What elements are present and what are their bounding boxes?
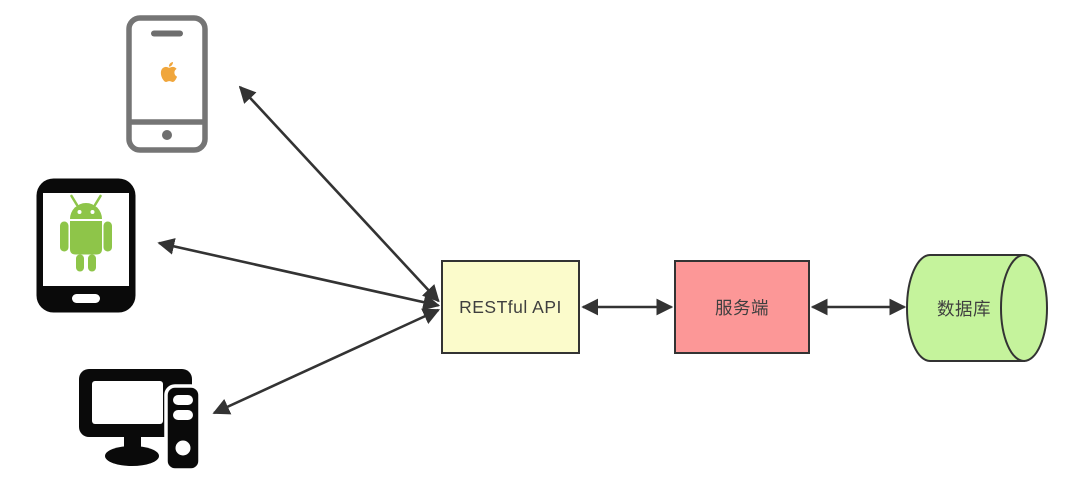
android-tablet-icon (36, 178, 136, 313)
iphone-body (126, 15, 208, 153)
node-restful-api-label: RESTful API (459, 296, 562, 317)
desktop-screen (92, 381, 163, 424)
node-database (906, 254, 1048, 362)
node-server-label: 服务端 (715, 297, 769, 318)
apple-logo-icon (160, 62, 178, 83)
arrow-tablet-api (157, 238, 441, 311)
iphone-icon (126, 15, 208, 153)
node-restful-api: RESTful API (441, 260, 580, 354)
database-cylinder-cap (1000, 254, 1048, 362)
tablet-home-bar (72, 294, 100, 303)
android-robot-icon (60, 194, 112, 272)
desktop-computer-icon (79, 369, 202, 472)
database-cylinder-body (906, 254, 1025, 362)
desktop-tower (164, 384, 202, 472)
iphone-home-button (162, 130, 172, 140)
node-server: 服务端 (674, 260, 810, 354)
arrow-desktop-api (212, 308, 441, 415)
